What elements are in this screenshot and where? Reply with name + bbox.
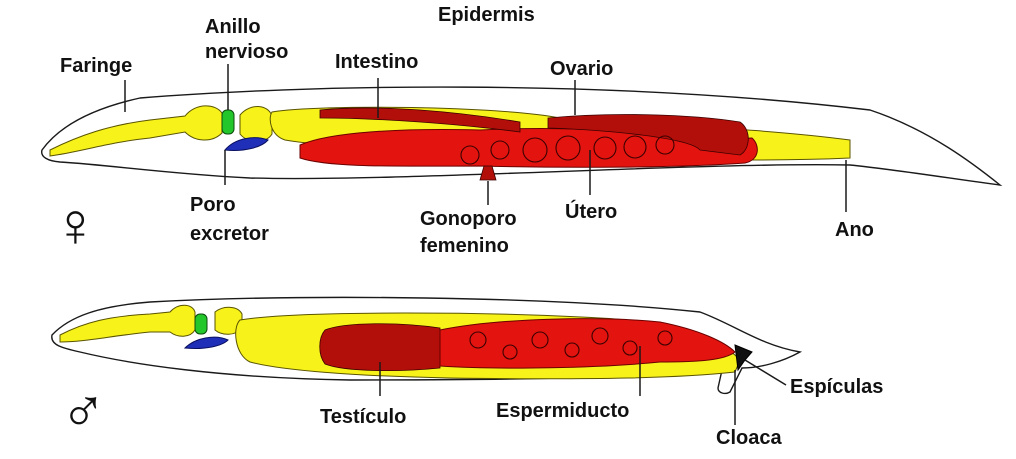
label-gonoporo-line2: femenino [420,235,509,257]
female-excretory-pore [224,137,269,151]
male-excretory-pore [183,336,229,349]
male-sperm-cells [469,327,673,360]
male-pharynx [59,304,243,343]
female-body-outline [41,86,1003,187]
label-poro-line1: Poro [190,194,236,216]
male-symbol-icon: ♂ [60,377,107,446]
label-anillo-line2: nervioso [205,41,288,63]
label-gonoporo-line1: Gonoporo [420,208,517,230]
leader-espiculas [744,359,787,386]
label-cloaca: Cloaca [716,427,782,449]
label-anillo-line1: Anillo [205,16,261,38]
male-nerve-ring [194,313,208,335]
male-worm [51,296,803,395]
label-faringe: Faringe [60,55,132,77]
male-testis [319,323,441,371]
label-testiculo: Testículo [320,406,406,428]
female-ovary [319,107,749,156]
female-uterus [299,127,758,168]
female-eggs [460,135,675,165]
male-sperm-duct [439,318,736,369]
female-pharynx [49,105,273,157]
female-worm [41,86,1003,187]
label-intestino: Intestino [335,51,418,73]
label-utero: Útero [565,199,617,223]
label-espermiducto: Espermiducto [496,400,629,422]
label-espiculas: Espículas [790,376,883,398]
female-nerve-ring [221,109,235,135]
male-spicules-icon [734,344,753,372]
label-epidermis: Epidermis [438,4,535,26]
female-symbol-icon: ♀ [52,191,99,260]
female-gonopore [479,165,497,181]
label-poro-line2: excretor [190,223,269,245]
label-ano: Ano [835,219,874,241]
male-body-outline [51,296,803,395]
label-ovario: Ovario [550,58,613,80]
